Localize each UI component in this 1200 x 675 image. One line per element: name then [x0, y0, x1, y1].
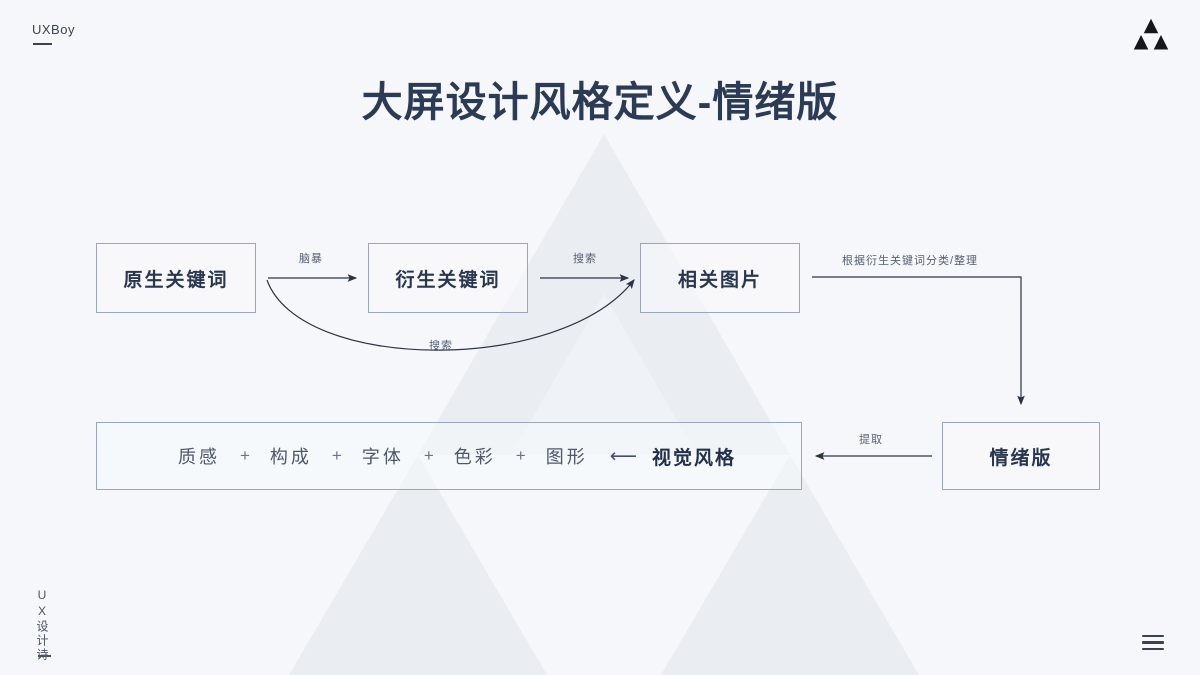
edge-label-search-top: 搜索	[573, 253, 597, 265]
node-derived-keywords[interactable]: 衍生关键词	[368, 243, 528, 313]
hamburger-menu-icon[interactable]	[1142, 634, 1164, 650]
formula-term-typography: 字体	[361, 447, 404, 467]
formula-term-texture: 质感	[177, 447, 220, 467]
hamburger-line-1	[1142, 634, 1164, 638]
formula-row: 质感 + 构成 + 字体 + 色彩 + 图形 ⟵ 视觉风格	[162, 443, 736, 470]
formula-term-graphics: 图形	[545, 447, 588, 467]
formula-plus-3: +	[423, 446, 434, 465]
node-original-keywords[interactable]: 原生关键词	[96, 243, 256, 313]
brand-logo-text: UXBoy	[32, 22, 75, 37]
formula-plus-1: +	[239, 446, 250, 465]
edge-classify-line	[812, 276, 1025, 406]
formula-term-structure: 构成	[269, 447, 312, 467]
brand-logo-rule	[33, 43, 52, 45]
node-visual-style-formula[interactable]: 质感 + 构成 + 字体 + 色彩 + 图形 ⟵ 视觉风格	[96, 422, 802, 490]
page-title: 大屏设计风格定义-情绪版	[361, 79, 839, 125]
edge-label-extract: 提取	[859, 434, 883, 446]
node-mood-board[interactable]: 情绪版	[942, 422, 1100, 490]
footer-vertical-rule	[38, 655, 51, 657]
formula-term-color: 色彩	[453, 447, 496, 467]
formula-plus-4: +	[515, 446, 526, 465]
edge-search-curve-line	[266, 279, 635, 351]
formula-result-visual-style: 视觉风格	[651, 447, 736, 469]
edge-label-brainstorm: 脑暴	[299, 253, 323, 265]
edge-label-search-curve: 搜索	[429, 340, 453, 352]
edge-label-classify: 根据衍生关键词分类/整理	[842, 255, 979, 267]
hamburger-line-2	[1142, 641, 1164, 644]
hamburger-line-3	[1142, 647, 1164, 650]
triangle-fractal-logo-icon	[1133, 18, 1169, 50]
node-related-images[interactable]: 相关图片	[640, 243, 800, 313]
footer-vertical-label: UX设计诗	[35, 588, 49, 662]
formula-plus-2: +	[331, 446, 342, 465]
formula-left-arrow-icon: ⟵	[609, 445, 637, 467]
